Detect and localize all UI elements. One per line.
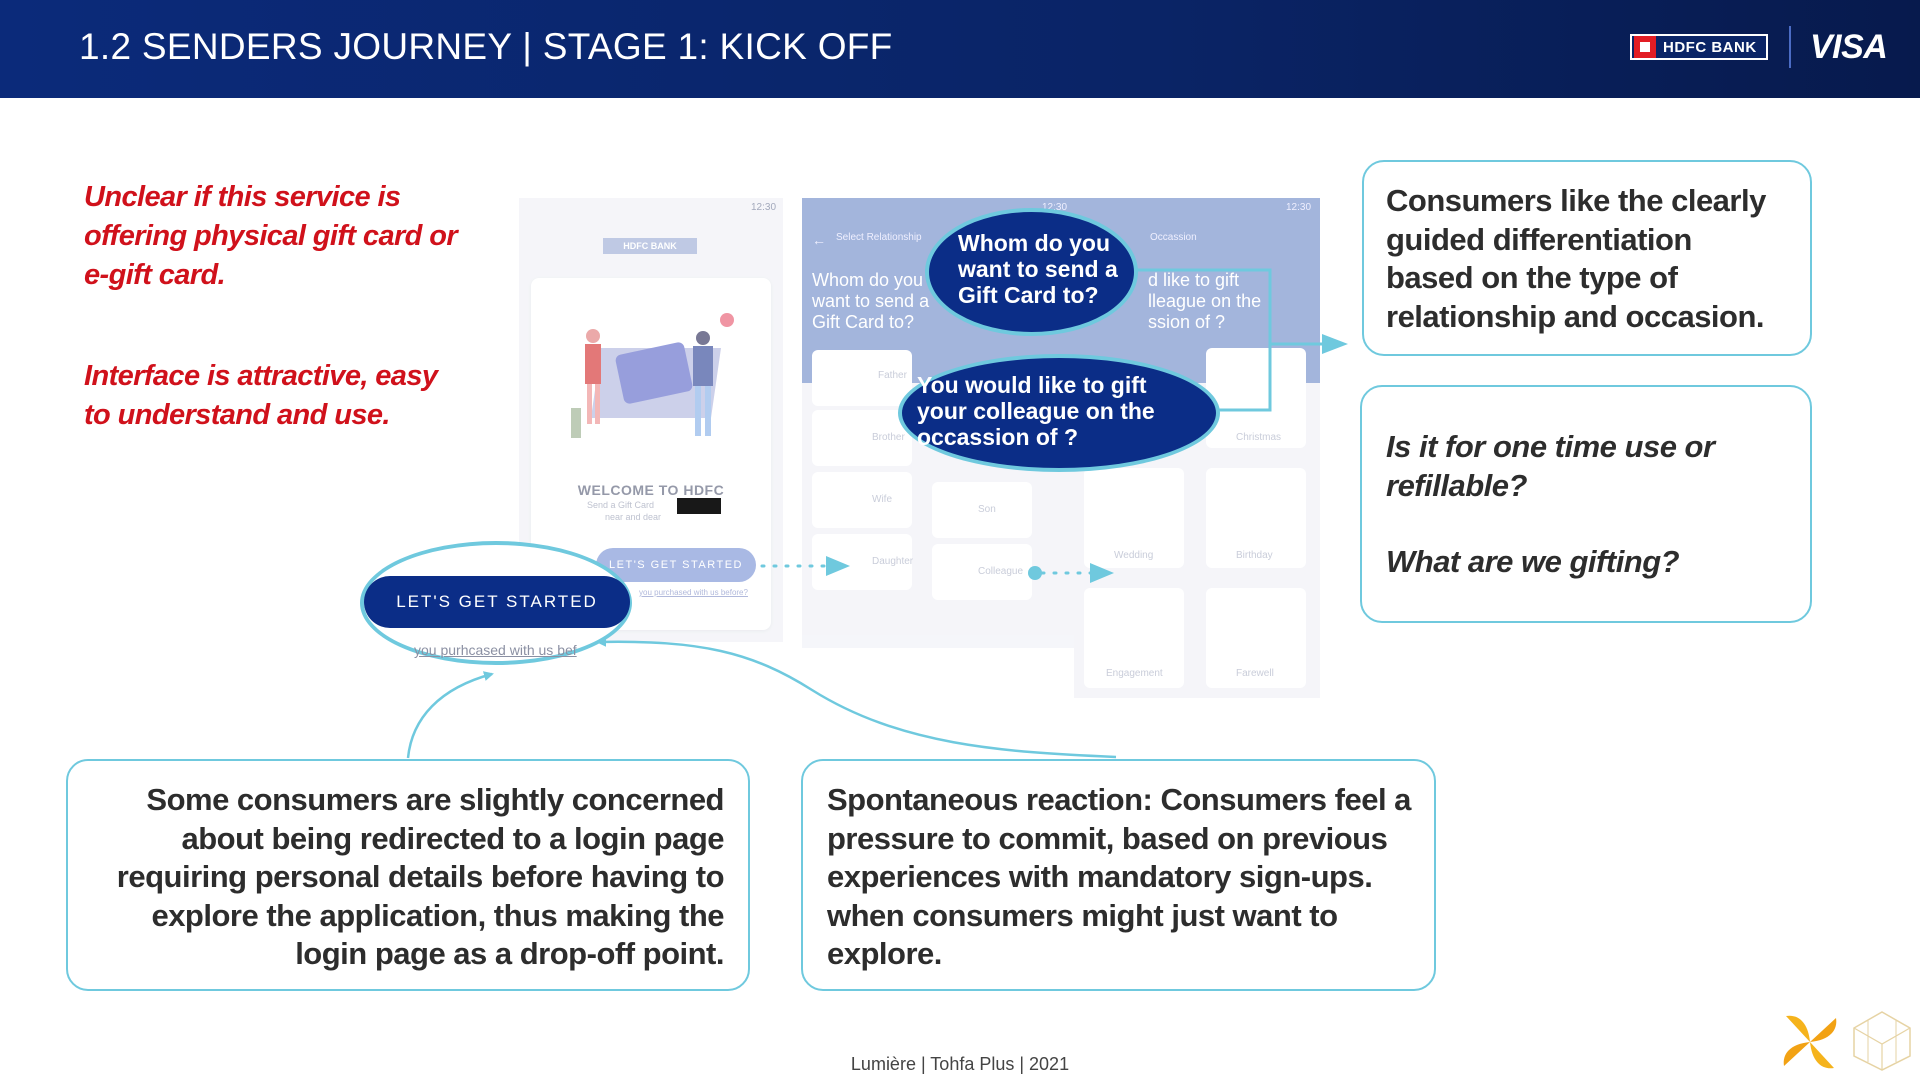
note-line: Unclear if this service is xyxy=(84,181,401,213)
tile-label: Christmas xyxy=(1236,432,1282,443)
tile-birthday[interactable]: Birthday xyxy=(1206,468,1306,568)
bubble-line: Whom do you xyxy=(958,230,1111,256)
bubble-line: want to send a xyxy=(958,256,1118,282)
insight-box-differentiation: Consumers like the clearly guided differ… xyxy=(1362,160,1812,356)
visa-logo: VISA xyxy=(1810,28,1888,66)
bubble-line: your colleague on the xyxy=(917,398,1155,424)
note-line: offering physical gift card or xyxy=(84,220,458,252)
header-divider xyxy=(1789,26,1791,68)
tile-son[interactable]: Son xyxy=(932,482,1032,538)
hdfc-bank-logo: HDFC BANK xyxy=(1630,34,1768,60)
concern-text: Some consumers are slightly concerned ab… xyxy=(116,781,725,974)
occasion-question: d like to gift lleague on the ssion of ? xyxy=(1148,270,1261,333)
returning-user-link-zoom[interactable]: you purhcased with us bef xyxy=(414,642,577,658)
tile-engagement[interactable]: Engagement xyxy=(1084,588,1184,688)
status-time: 12:30 xyxy=(1042,202,1068,213)
concern-line: login page as a drop-off point. xyxy=(295,936,724,971)
reaction-box: Spontaneous reaction: Consumers feel a p… xyxy=(801,759,1436,991)
reaction-line: when consumers might just want to xyxy=(827,897,1338,933)
welcome-heading: WELCOME TO HDFC xyxy=(577,482,725,498)
note-interface: Interface is attractive, easy to underst… xyxy=(84,357,438,435)
tile-label: Wedding xyxy=(1114,550,1154,561)
returning-user-link[interactable]: you purchased with us before? xyxy=(639,588,748,597)
question-line: refillable? xyxy=(1386,467,1527,503)
insight-text: Consumers like the clearly guided differ… xyxy=(1386,182,1766,336)
insight-line: relationship and occasion. xyxy=(1386,298,1765,334)
tile-farewell[interactable]: Farewell xyxy=(1206,588,1306,688)
relationship-header: Select Relationship xyxy=(836,232,922,243)
question-text: Is it for one time use or refillable? Wh… xyxy=(1386,428,1715,582)
redaction-block xyxy=(677,498,721,514)
status-time: 12:30 xyxy=(1286,202,1312,213)
tile-christmas[interactable]: Christmas xyxy=(1206,348,1306,448)
pinwheel-logo-icon xyxy=(1783,1015,1837,1069)
callout-bubble-occasion: You would like to gift your colleague on… xyxy=(898,354,1220,472)
occasion-header: Occassion xyxy=(1150,232,1197,243)
tile-father[interactable]: Father xyxy=(812,350,912,406)
back-arrow-icon[interactable]: ← xyxy=(812,232,826,248)
relationship-question: Whom do you want to send a Gift Card to? xyxy=(812,270,929,333)
bubble-line: occassion of ? xyxy=(917,424,1079,450)
tile-label: Colleague xyxy=(978,566,1024,577)
tile-brother[interactable]: Brother xyxy=(812,410,912,466)
tile-label: Wife xyxy=(872,494,892,505)
concern-line: Some consumers are slightly concerned xyxy=(146,782,724,817)
welcome-sub2: near and dear xyxy=(605,512,662,522)
tile-label: Engagement xyxy=(1106,668,1163,679)
geometric-logo-icon xyxy=(1853,1011,1911,1071)
note-line: Interface is attractive, easy xyxy=(84,360,438,392)
welcome-sub1: Send a Gift Card xyxy=(587,500,655,510)
question-line: ssion of ? xyxy=(1148,312,1226,332)
reaction-line: pressure to commit, based on previous xyxy=(827,820,1388,856)
note-line: e-gift card. xyxy=(84,259,226,291)
page-title: 1.2 SENDERS JOURNEY | STAGE 1: KICK OFF xyxy=(79,26,893,67)
question-line: d like to gift xyxy=(1148,270,1240,290)
hdfc-mark-icon xyxy=(1634,36,1656,58)
note-line: to understand and use. xyxy=(84,399,390,431)
reaction-line: experiences with mandatory sign-ups. xyxy=(827,859,1373,894)
insight-line: based on the type of xyxy=(1386,260,1678,295)
tile-colleague[interactable]: Colleague xyxy=(932,544,1032,600)
reaction-line: explore. xyxy=(827,936,942,971)
reaction-line: Spontaneous reaction: Consumers feel a xyxy=(827,782,1411,817)
concern-line: about being redirected to a login page xyxy=(181,820,725,856)
question-line: want to send a xyxy=(812,291,930,311)
phone-screen-occasion: 12:30 Occassion d like to gift lleague o… xyxy=(1074,198,1320,698)
tile-label: Son xyxy=(978,504,996,515)
tile-label: Birthday xyxy=(1236,550,1273,561)
footer-credit: Lumière | Tohfa Plus | 2021 xyxy=(850,1054,1070,1074)
tile-label: Daughter xyxy=(872,556,914,567)
tile-label: Father xyxy=(878,370,907,381)
hdfc-logo-text: HDFC BANK xyxy=(1663,38,1757,56)
question-line: Is it for one time use or xyxy=(1386,429,1715,464)
tile-label: Brother xyxy=(872,432,905,443)
faded-get-started-button[interactable]: LET'S GET STARTED xyxy=(596,548,756,582)
tile-label: Farewell xyxy=(1236,668,1274,679)
question-line: Gift Card to? xyxy=(812,312,915,332)
concern-box-login: Some consumers are slightly concerned ab… xyxy=(66,759,750,991)
bubble-line: You would like to gift xyxy=(917,372,1147,398)
insight-line: Consumers like the clearly xyxy=(1386,183,1766,218)
question-line: lleague on the xyxy=(1148,291,1262,311)
bubble-line: Gift Card to? xyxy=(958,282,1099,308)
note-service-type: Unclear if this service is offering phys… xyxy=(84,178,458,295)
get-started-button[interactable]: LET'S GET STARTED xyxy=(364,576,630,628)
callout-bubble-relationship: Whom do you want to send a Gift Card to? xyxy=(925,208,1138,336)
tile-wife[interactable]: Wife xyxy=(812,472,912,528)
reaction-text: Spontaneous reaction: Consumers feel a p… xyxy=(827,781,1411,974)
header-bar: 1.2 SENDERS JOURNEY | STAGE 1: KICK OFF … xyxy=(0,0,1920,98)
question-line: What are we gifting? xyxy=(1386,544,1680,579)
question-box: Is it for one time use or refillable? Wh… xyxy=(1360,385,1812,623)
concern-line: requiring personal details before having… xyxy=(116,859,725,894)
status-time: 12:30 xyxy=(751,202,777,213)
question-line: Whom do you xyxy=(812,270,924,290)
hdfc-mini-logo: HDFC BANK xyxy=(603,238,697,254)
insight-line: guided differentiation xyxy=(1386,221,1692,257)
tile-wedding[interactable]: Wedding xyxy=(1084,468,1184,568)
gift-card-illustration-icon xyxy=(571,313,734,438)
concern-line: explore the application, thus making the xyxy=(151,897,724,933)
